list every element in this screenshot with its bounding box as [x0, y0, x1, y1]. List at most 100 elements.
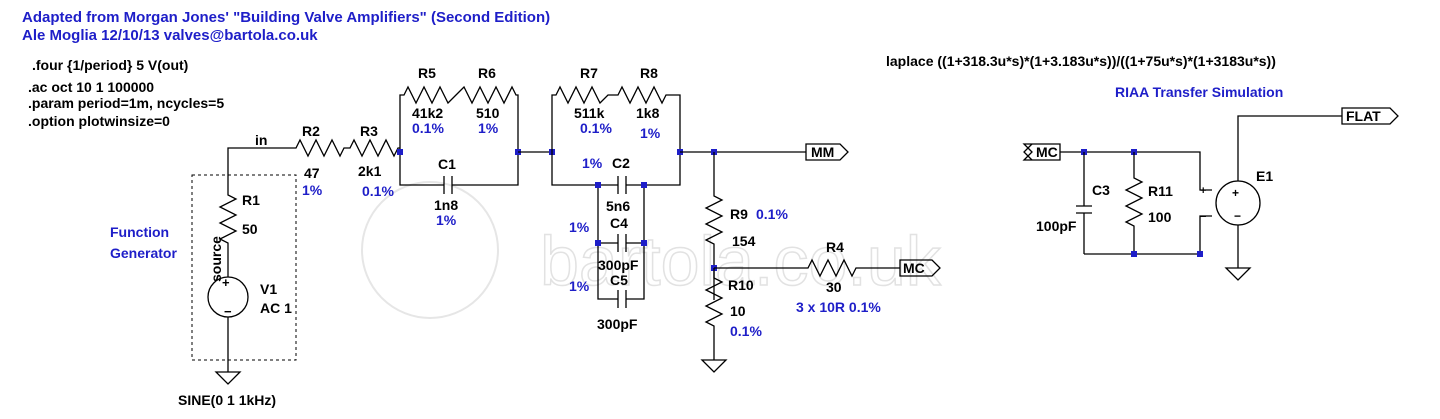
r9-tolerance: 0.1%: [756, 206, 788, 222]
r11-name: R11: [1148, 183, 1173, 199]
e1-input-plus: +: [1200, 185, 1206, 197]
r6-value: 510: [476, 105, 500, 121]
net-mc-out-label: MC: [903, 260, 925, 276]
watermark-text: bartola.co.uk: [540, 222, 942, 300]
laplace-expression: laplace ((1+318.3u*s)*(1+3.183u*s))/((1+…: [886, 53, 1276, 69]
c1-value: 1n8: [434, 197, 458, 213]
r10-name: R10: [728, 277, 754, 293]
r5-tolerance: 0.1%: [412, 120, 444, 136]
net-mc-in-label: MC: [1036, 144, 1058, 160]
c2-tolerance: 1%: [582, 155, 603, 171]
v1-value: AC 1: [260, 300, 292, 316]
wire-in: [227, 147, 293, 190]
resistors-r7-r8: [551, 85, 681, 152]
generator-label-1: Function: [110, 224, 169, 240]
capacitor-c2: [617, 176, 627, 194]
c2-value: 5n6: [606, 198, 630, 214]
c1-tolerance: 1%: [436, 212, 457, 228]
c5-name: C5: [610, 272, 628, 288]
r10-value: 10: [730, 303, 746, 319]
r4-name: R4: [826, 239, 844, 255]
c4-name: C4: [610, 215, 628, 231]
directive-ac: .ac oct 10 1 100000: [28, 79, 154, 95]
resistor-r10: [704, 268, 724, 360]
e1-minus-sign: −: [1234, 209, 1241, 223]
v1-name: V1: [260, 281, 277, 297]
wire-return: [1084, 215, 1212, 255]
node-dot: [595, 182, 601, 188]
net-flat-label: FLAT: [1346, 108, 1381, 124]
r1-value: 50: [242, 221, 258, 237]
watermark: bartola.co.uk: [361, 181, 943, 319]
title-text: Adapted from Morgan Jones' "Building Val…: [22, 9, 550, 26]
r3-name: R3: [360, 123, 378, 139]
node-dot: [397, 149, 403, 155]
node-dot: [1131, 251, 1137, 257]
ground-v1: [214, 371, 242, 385]
c4-value: 300pF: [598, 257, 639, 273]
e1-plus-sign: +: [1232, 186, 1239, 200]
c1-name: C1: [438, 156, 456, 172]
v1-plus-sign: +: [222, 275, 230, 290]
generator-label-2: Generator: [110, 245, 177, 261]
source-net-label: source: [208, 236, 224, 282]
c3-name: C3: [1092, 182, 1110, 198]
capacitor-c5: [617, 290, 627, 308]
e1-input-minus: −: [1200, 211, 1206, 223]
net-in-label: in: [255, 132, 267, 148]
directive-four: .four {1/period} 5 V(out): [32, 57, 188, 73]
capacitor-c1: [443, 176, 453, 194]
r1-name: R1: [242, 192, 260, 208]
r2-value: 47: [304, 165, 320, 181]
directive-param: .param period=1m, ncycles=5: [28, 95, 224, 111]
r7-name: R7: [580, 65, 598, 81]
net-flag-mc-in-tip: [1023, 143, 1033, 161]
r11-value: 100: [1148, 209, 1172, 225]
node-dot: [595, 240, 601, 246]
net-flag-mm: [805, 143, 849, 161]
r8-name: R8: [640, 65, 658, 81]
node-dot: [1197, 251, 1203, 257]
capacitor-c4: [617, 234, 627, 252]
r7-tolerance: 0.1%: [580, 120, 612, 136]
node-dot: [641, 240, 647, 246]
wire-mc-in: [1060, 151, 1212, 191]
node-dot: [641, 182, 647, 188]
c3-value: 100pF: [1036, 218, 1077, 234]
resistors-r5-r6: [399, 85, 519, 152]
r8-value: 1k8: [636, 105, 660, 121]
e1-name: E1: [1256, 168, 1273, 184]
r4-note: 3 x 10R 0.1%: [796, 299, 881, 315]
r6-tolerance: 1%: [478, 120, 499, 136]
net-flag-flat: [1341, 107, 1399, 125]
c5-tolerance: 1%: [569, 278, 590, 294]
v1-minus-sign: −: [224, 304, 232, 319]
r6-name: R6: [478, 65, 496, 81]
wire-c1: [399, 152, 519, 186]
resistor-r1: [218, 190, 238, 270]
ground-e1: [1224, 267, 1252, 281]
resistor-r11: [1124, 152, 1144, 254]
r5-value: 41k2: [412, 105, 443, 121]
r5-name: R5: [418, 65, 436, 81]
r3-tolerance: 0.1%: [362, 183, 394, 199]
r2-name: R2: [302, 123, 320, 139]
riaa-title: RIAA Transfer Simulation: [1115, 84, 1283, 100]
wire-c5: [597, 185, 645, 300]
net-mm-label: MM: [811, 144, 834, 160]
resistors-r2-r3: [293, 138, 400, 158]
r4-value: 30: [826, 279, 842, 295]
capacitor-c3: [1076, 152, 1092, 254]
c5-value: 300pF: [597, 316, 638, 332]
r9-name: R9: [730, 206, 748, 222]
ground-r10: [700, 359, 728, 373]
r8-tolerance: 1%: [640, 125, 661, 141]
resistor-r4: [714, 258, 900, 278]
sine-spec: SINE(0 1 1kHz): [178, 392, 276, 408]
r2-tolerance: 1%: [302, 182, 323, 198]
c4-tolerance: 1%: [569, 219, 590, 235]
r10-tolerance: 0.1%: [730, 323, 762, 339]
net-flag-mc-out: [899, 259, 941, 277]
wire-flat: [1237, 115, 1342, 181]
